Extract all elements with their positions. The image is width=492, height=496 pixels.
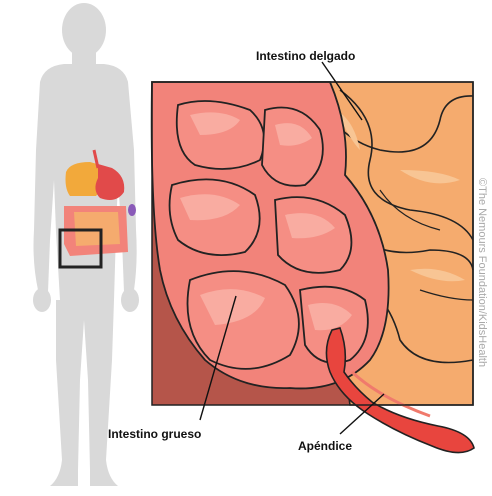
spleen-thumbnail	[128, 204, 136, 216]
label-large-intestine: Intestino grueso	[108, 427, 201, 441]
copyright-credit: ©The Nemours Foundation/KidsHealth	[476, 178, 488, 367]
label-small-intestine: Intestino delgado	[256, 49, 355, 63]
label-appendix: Apéndice	[298, 439, 352, 453]
zoom-panel	[152, 82, 474, 453]
